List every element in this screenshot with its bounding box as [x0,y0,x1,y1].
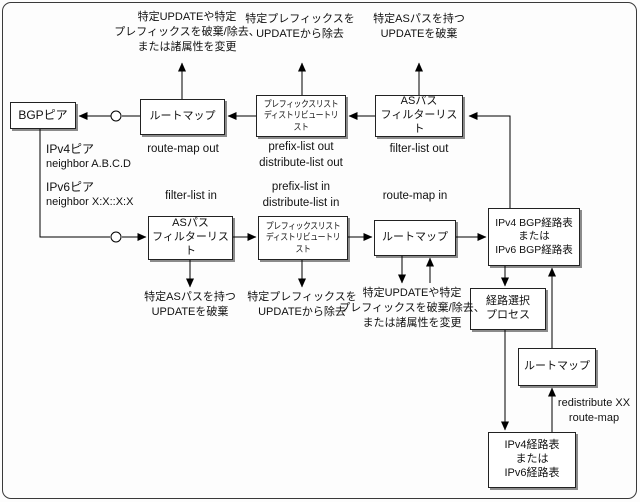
redistribute-caption: redistribute XX route-map [557,397,631,424]
outbound-annotation-arrows [178,62,423,99]
outbound-prefix-list-caption: prefix-list out distribute-list out [259,141,343,169]
bgp-table-label: IPv4 BGP経路表 または IPv6 BGP経路表 [495,217,573,256]
bgp-table-box: IPv4 BGP経路表 または IPv6 BGP経路表 [488,208,580,266]
outbound-as-path-annotation: 特定ASパスを持つ UPDATEを破棄 [373,13,465,40]
inbound-route-map-caption: route-map in [382,190,448,202]
ipv4-neighbor-label: neighbor A.B.C.D [46,158,131,170]
routing-table-label: IPv4経路表 または IPv6経路表 [504,439,560,479]
inbound-prefix-list-label: プレフィックスリスト ディストリビュートリスト [265,221,341,254]
inbound-prefix-list-annotation: 特定プレフィックスを UPDATEから除去 [247,291,357,318]
inbound-as-path-annotation: 特定ASパスを持つ UPDATEを破棄 [144,291,236,318]
bgp-peer-box: BGPピア [10,102,76,129]
inbound-annotation-arrows [186,256,434,288]
inbound-route-map-annotation: 特定UPDATEや特定 プレフィックスを破棄/除去、 または諸属性を変更 [339,287,485,329]
redistribute-route-map-label: ルートマップ [524,360,590,373]
outbound-prefix-list-box: プレフィックスリスト ディストリビュートリスト [256,95,346,137]
ipv6-neighbor-label: neighbor X:X::X:X [46,196,134,208]
peer-inbound-path [39,129,147,241]
inbound-as-path-caption: filter-list in [165,190,217,202]
inbound-as-path-filter-label: ASパス フィルターリスト [152,217,229,257]
inbound-as-path-filter-box: ASパス フィルターリスト [148,216,233,260]
outbound-as-path-filter-label: ASパス フィルターリスト [380,95,458,135]
table-flow-arrows [501,266,556,432]
outbound-route-map-annotation: 特定UPDATEや特定 プレフィックスを破棄/除去、 または諸属性を変更 [114,11,260,53]
outbound-prefix-list-annotation: 特定プレフィックスを UPDATEから除去 [245,13,355,40]
route-selection-process-label: 経路選択 プロセス [486,295,530,321]
ipv6-peer-label: IPv6ピア [46,180,95,194]
route-selection-process-box: 経路選択 プロセス [470,288,546,330]
junction-circle-outbound [110,110,122,122]
inbound-prefix-list-box: プレフィックスリスト ディストリビュートリスト [258,216,348,260]
bgp-peer-label: BGPピア [18,108,68,122]
ipv4-peer-label: IPv4ピア [46,142,95,156]
outbound-route-map-box: ルートマップ [140,99,225,135]
inbound-route-map-box: ルートマップ [374,220,456,256]
outbound-flow-arrows [78,112,511,208]
outbound-route-map-label: ルートマップ [149,110,216,123]
junction-circle-inbound [110,231,122,243]
routing-table-box: IPv4経路表 または IPv6経路表 [488,432,576,488]
outbound-prefix-list-label: プレフィックスリスト ディストリビュートリスト [263,99,339,132]
outbound-as-path-caption: filter-list out [389,143,449,155]
inbound-prefix-list-caption: prefix-list in distribute-list in [262,181,340,209]
outbound-route-map-caption: route-map out [147,143,219,155]
inbound-route-map-label: ルートマップ [382,231,448,244]
outbound-as-path-filter-box: ASパス フィルターリスト [375,95,463,137]
redistribute-route-map-box: ルートマップ [518,348,596,386]
